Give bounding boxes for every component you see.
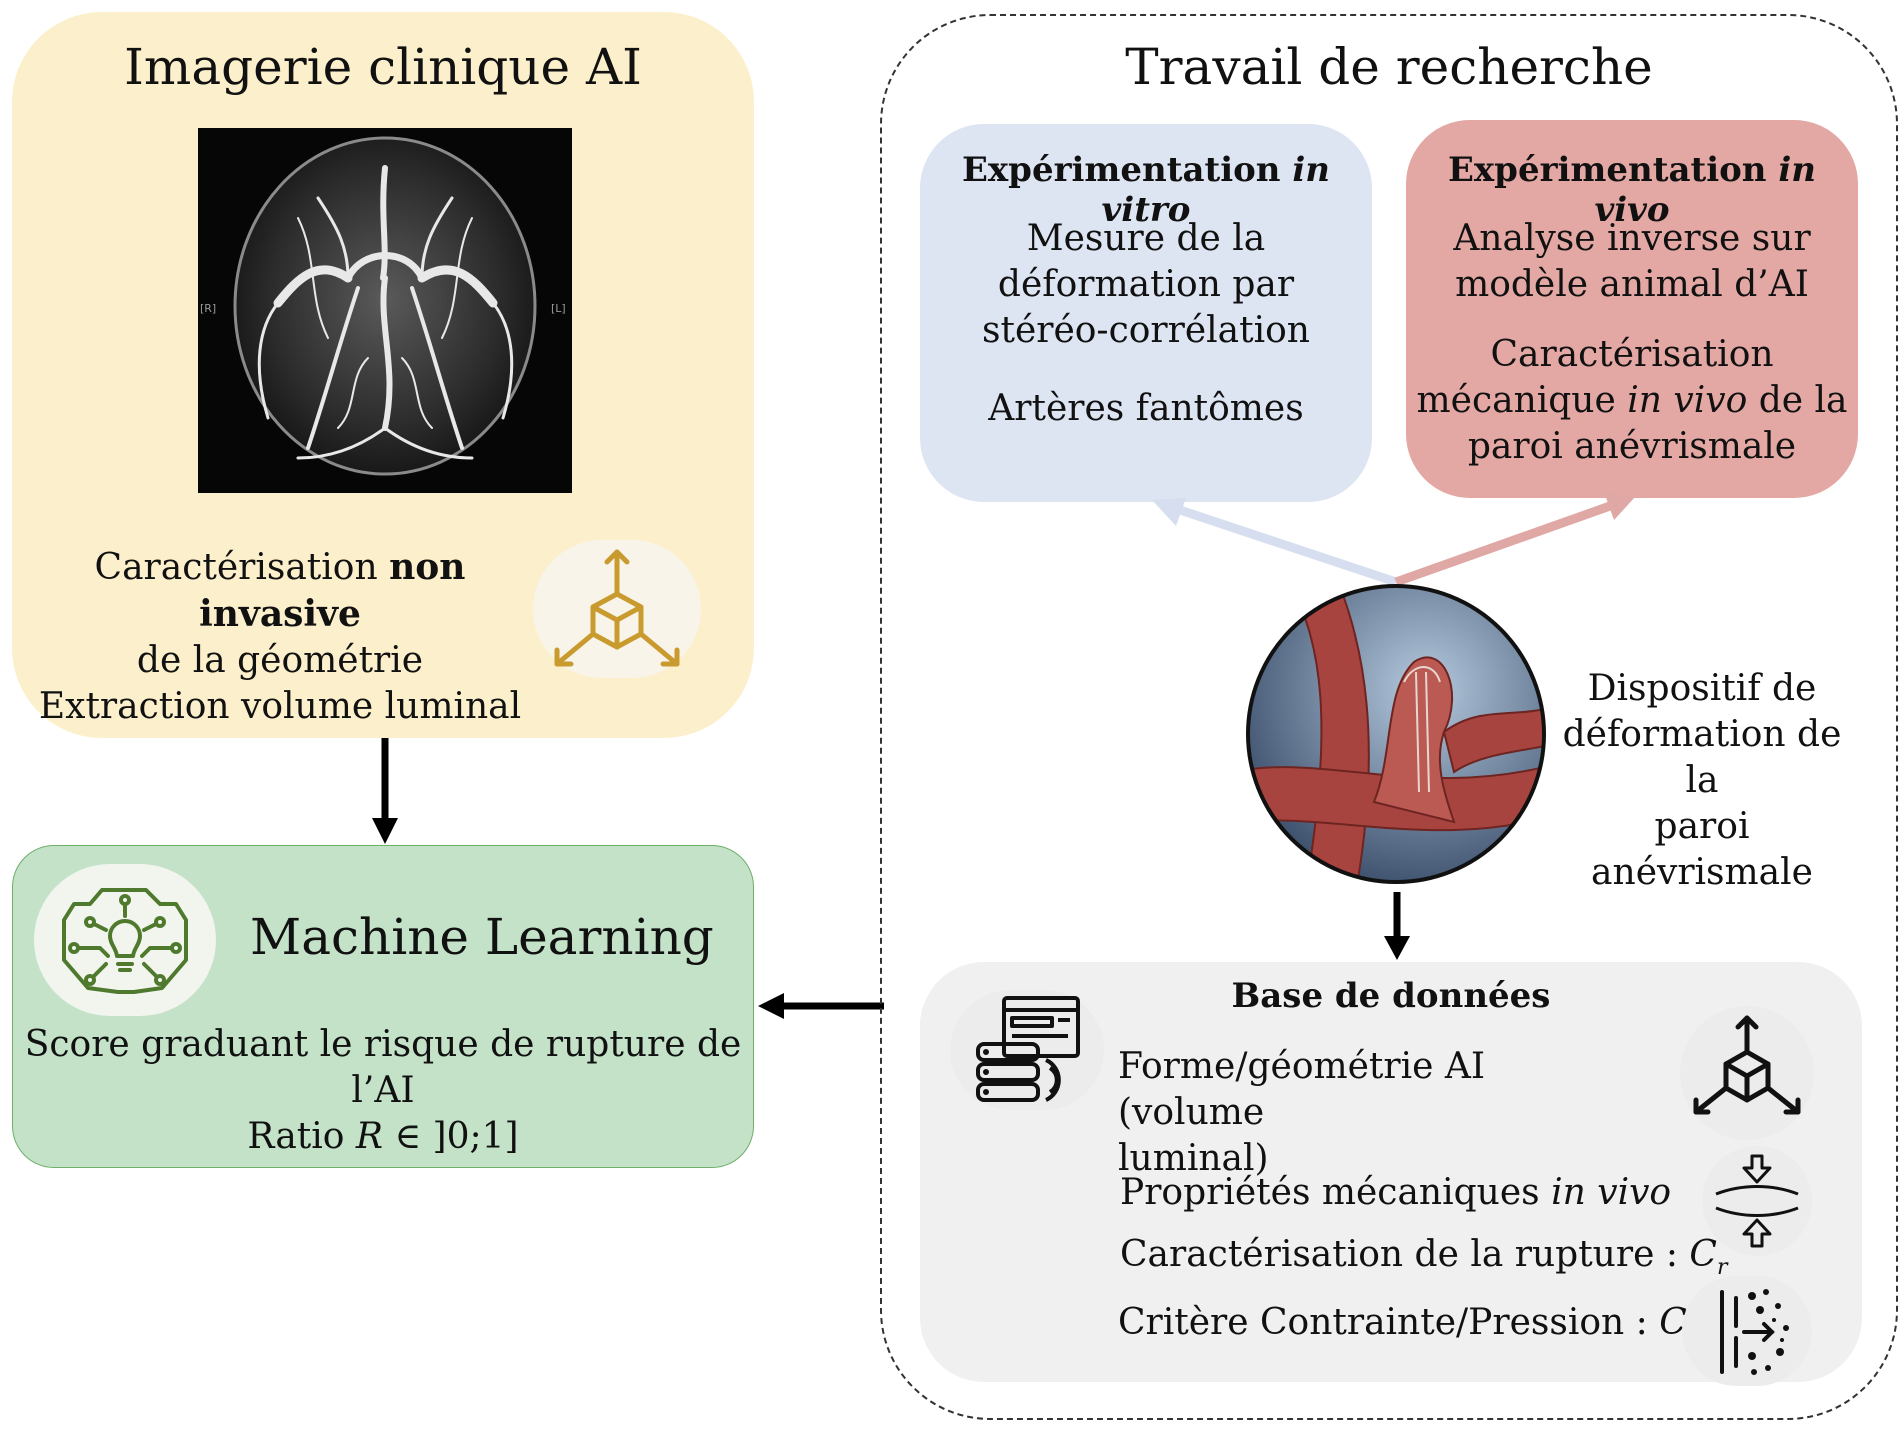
ml-ratio-var: R — [355, 1116, 384, 1157]
clinical-line1-a: Caractérisation — [94, 547, 390, 588]
in-vivo-line2: modèle animal d’AI — [1455, 264, 1809, 305]
ml-ratio: Ratio R ∈ ]0;1] — [247, 1116, 519, 1157]
in-vivo-line3: Caractérisation — [1490, 334, 1774, 375]
db-item-rupture: Caractérisation de la rupture : Cr — [1120, 1234, 1728, 1281]
brain-circuit-icon — [34, 864, 216, 1016]
in-vivo-content: Analyse inverse sur modèle animal d’AI C… — [1406, 216, 1858, 470]
database-server-icon — [950, 990, 1104, 1110]
in-vitro-line1: Mesure de la — [1026, 218, 1266, 259]
3d-cube-axes-icon — [533, 540, 701, 678]
compression-icon — [1702, 1146, 1812, 1256]
device-line3: paroi anévrismale — [1591, 806, 1813, 893]
in-vitro-line4: Artères fantômes — [988, 388, 1304, 429]
clinical-description: Caractérisation non invasive de la géomé… — [30, 544, 530, 730]
device-line2: déformation de la — [1562, 714, 1842, 801]
arrow-to-in-vivo — [1394, 492, 1636, 587]
ml-line2: l’AI — [351, 1070, 415, 1111]
db-item-criterion: Critère Contrainte/Pression : Ci — [1118, 1302, 1694, 1348]
ml-description: Score graduant le risque de rupture de l… — [12, 1022, 754, 1160]
ml-line1: Score graduant le risque de rupture de — [24, 1024, 742, 1065]
arrow-device-to-database — [1382, 892, 1412, 962]
in-vitro-content: Mesure de la déformation par stéréo-corr… — [920, 216, 1372, 432]
db-item-geometry: Forme/géométrie AI (volume luminal) — [1118, 1046, 1486, 1179]
in-vivo-box — [1406, 120, 1858, 498]
in-vivo-line5: paroi anévrismale — [1467, 426, 1797, 467]
device-line1: Dispositif de — [1587, 668, 1817, 709]
3d-cube-axes-icon — [1680, 1006, 1814, 1140]
in-vivo-title: Expérimentation in vivo — [1448, 150, 1816, 230]
in-vitro-line2: déformation par — [997, 264, 1295, 305]
device-label: Dispositif de déformation de la paroi an… — [1552, 666, 1852, 896]
arrow-to-in-vitro — [1152, 498, 1398, 587]
research-panel — [880, 14, 1898, 1420]
in-vivo-line4: mécanique in vivo de la — [1416, 380, 1848, 421]
database-title: Base de données — [1231, 976, 1551, 1016]
clinical-line3: Extraction volume luminal — [38, 686, 522, 727]
clinical-line1-b: non invasive — [199, 546, 466, 635]
in-vitro-line3: stéréo-corrélation — [982, 310, 1310, 351]
research-title: Travail de recherche — [1125, 38, 1653, 96]
in-vitro-title: Expérimentation in vitro — [962, 150, 1330, 230]
clinical-line2: de la géométrie — [136, 640, 424, 681]
ml-title: Machine Learning — [250, 908, 714, 966]
image-marker-right: [R] — [200, 302, 216, 315]
image-marker-left: [L] — [551, 302, 566, 315]
aneurysm-device-illustration — [1244, 582, 1548, 886]
db-item-mechanical: Propriétés mécaniques in vivo — [1120, 1172, 1672, 1213]
arrow-clinical-to-ml — [370, 738, 400, 846]
clinical-imaging-title: Imagerie clinique AI — [124, 38, 642, 96]
particle-flow-icon — [1682, 1276, 1812, 1386]
in-vivo-line1: Analyse inverse sur — [1453, 218, 1811, 259]
brain-angiography-image: [R] [L] — [198, 128, 572, 493]
arrow-research-to-ml — [756, 988, 884, 1024]
in-vitro-box — [920, 124, 1372, 502]
